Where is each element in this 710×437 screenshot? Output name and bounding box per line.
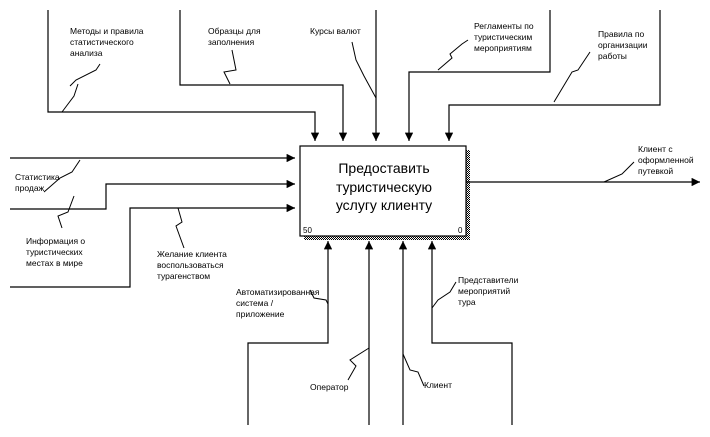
box-title-line-3: услугу клиенту xyxy=(336,197,432,213)
control-label-samples: Образцы для заполнения xyxy=(208,26,263,47)
input-label-sales-stats: Статистика продаж xyxy=(15,172,62,193)
function-box[interactable]: Предоставить туристическую услугу клиент… xyxy=(299,145,470,240)
input-arrow-client-wish[interactable] xyxy=(10,203,295,288)
control-label-currency: Курсы валют xyxy=(310,26,361,36)
box-frame xyxy=(299,145,467,237)
output-labels: Клиент с оформленной путевкой xyxy=(638,144,696,176)
input-label-world-places: Информация о туристических местах в мире xyxy=(26,236,88,268)
control-label-regulations: Регламенты по туристическим мероприятиям xyxy=(474,21,536,53)
mechanism-label-operator: Оператор xyxy=(310,382,349,392)
control-arrow-samples[interactable] xyxy=(179,10,348,141)
control-arrow-methods[interactable] xyxy=(47,10,320,141)
label-squiggles xyxy=(43,39,635,387)
control-labels: Методы и правила статистического анализа… xyxy=(70,21,650,61)
input-label-client-wish: Желание клиента воспользоваться турагенс… xyxy=(157,249,229,281)
control-arrow-regulations[interactable] xyxy=(404,10,551,141)
control-arrows xyxy=(47,10,661,141)
mechanism-arrow-system[interactable] xyxy=(247,241,333,425)
box-title-line-2: туристическую xyxy=(336,179,432,195)
box-cost: 50 xyxy=(303,226,312,235)
input-arrow-world-places[interactable] xyxy=(10,179,295,210)
input-labels: Статистика продаж Информация о туристиче… xyxy=(15,172,229,281)
control-label-methods: Методы и правила статистического анализа xyxy=(70,26,146,58)
control-arrow-work-rules[interactable] xyxy=(444,10,661,141)
mechanism-arrows xyxy=(247,241,513,425)
mechanism-label-client: Клиент xyxy=(424,380,452,390)
mechanism-labels: Автоматизированная система / приложение … xyxy=(236,275,521,392)
box-node-number: 0 xyxy=(458,226,463,235)
control-label-work-rules: Правила по организации работы xyxy=(598,29,650,61)
mechanism-label-representatives: Представители мероприятий тура xyxy=(458,275,521,307)
output-label-client-voucher: Клиент с оформленной путевкой xyxy=(638,144,696,176)
mechanism-arrow-representatives[interactable] xyxy=(427,241,513,425)
mechanism-label-system: Автоматизированная система / приложение xyxy=(236,287,322,319)
input-arrows xyxy=(10,153,295,288)
box-title-line-1: Предоставить xyxy=(338,160,429,176)
